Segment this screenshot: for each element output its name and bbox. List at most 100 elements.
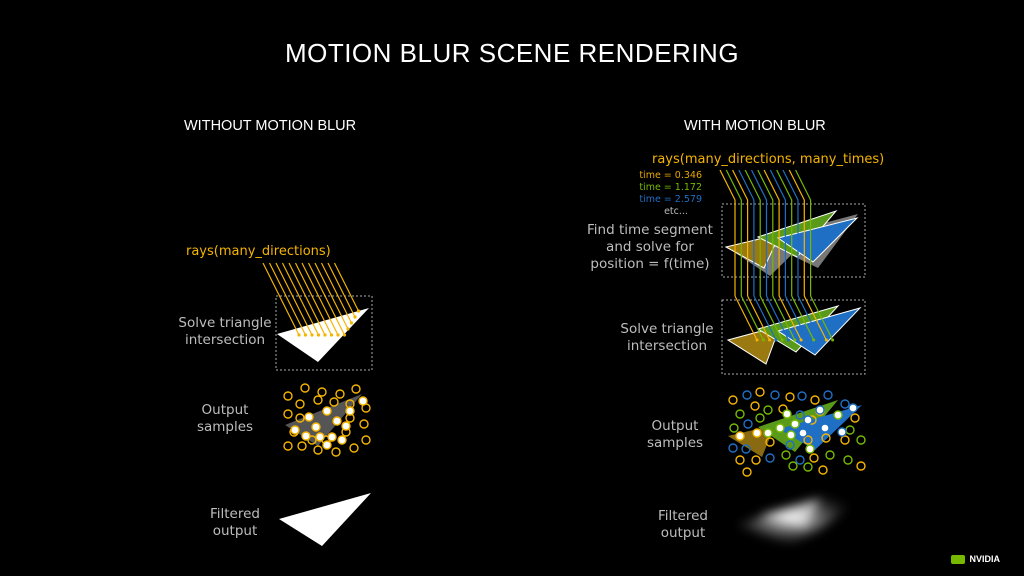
sample-hit	[341, 421, 351, 431]
ray-hit-dot	[812, 338, 816, 342]
right-rays-bottom	[734, 295, 835, 342]
left-ray-label: rays(many_directions)	[186, 244, 331, 259]
sample-miss	[735, 409, 745, 419]
brown-sample-triangle	[728, 425, 775, 457]
ray-line	[738, 169, 755, 296]
sample-miss	[742, 467, 752, 477]
sample-hit	[301, 431, 311, 441]
sample-hit	[782, 409, 792, 419]
label-line: and solve for	[606, 239, 694, 255]
label-line: intersection	[626, 338, 708, 354]
nvidia-logo: NVIDIA	[951, 554, 1000, 564]
sample-miss	[735, 455, 745, 465]
sample-miss	[729, 423, 739, 433]
right-filtered-blur	[735, 492, 860, 545]
ray-hit-dot	[310, 333, 314, 337]
sample-hit	[815, 405, 825, 415]
sample-miss	[297, 441, 307, 451]
ray-hit-dot	[297, 333, 301, 337]
sample-miss	[728, 395, 738, 405]
sample-miss	[810, 395, 820, 405]
ray-hit-dot	[323, 333, 327, 337]
ray-hit-dot	[316, 333, 321, 337]
sample-miss	[295, 399, 305, 409]
ray-line	[763, 169, 780, 296]
ray-line	[784, 295, 808, 341]
sample-miss	[850, 413, 860, 423]
sample-miss	[349, 443, 359, 453]
sample-hit	[848, 403, 858, 413]
sample-miss	[781, 450, 791, 460]
label-line: Solve triangle	[620, 321, 714, 337]
sample-hit	[775, 423, 785, 433]
ray-line	[333, 262, 360, 312]
label-line: output	[660, 525, 706, 541]
sample-hit	[805, 444, 815, 454]
ray-line	[719, 169, 736, 296]
ray-line	[268, 262, 307, 336]
ray-line	[797, 295, 821, 341]
ray-hit-dot	[768, 338, 772, 342]
sample-hit	[763, 428, 773, 438]
right-label-filtered: Filtered output	[628, 508, 738, 542]
label-line: position = f(time)	[590, 256, 710, 272]
sample-miss	[295, 413, 305, 423]
ray-line	[307, 262, 346, 336]
ray-hit-dot	[329, 333, 334, 337]
ray-hit-dot	[349, 321, 354, 325]
ray-line	[320, 262, 353, 324]
label-line: Output	[201, 402, 249, 418]
sample-miss	[742, 390, 752, 400]
right-label-solve: Solve triangle intersection	[612, 321, 722, 355]
ray-line	[769, 169, 787, 296]
ray-hit-dot	[774, 338, 778, 342]
sample-hit	[833, 410, 843, 420]
ray-line	[788, 169, 805, 296]
left-triangle	[277, 308, 369, 362]
ray-line	[732, 169, 749, 296]
sample-miss	[329, 397, 339, 407]
sample-miss	[741, 444, 751, 454]
ray-line	[778, 295, 802, 341]
sample-miss	[283, 409, 293, 419]
ray-line	[262, 262, 300, 336]
right-solve-box	[721, 299, 866, 375]
sample-miss	[818, 465, 828, 475]
left-label-solve: Solve triangle intersection	[170, 315, 280, 349]
nvidia-eye-icon	[951, 554, 966, 564]
right-samples	[728, 387, 866, 477]
sample-miss	[351, 384, 361, 394]
ray-line	[327, 262, 356, 318]
sample-miss	[803, 435, 813, 445]
label-line: Find time segment	[587, 222, 713, 238]
sample-hit	[735, 431, 745, 441]
time-item: time = 1.172	[639, 182, 702, 193]
sample-miss	[750, 401, 760, 411]
ray-hit-dot	[761, 338, 765, 342]
sample-hit	[322, 406, 332, 416]
label-line: Filtered	[657, 508, 708, 524]
time-item: etc...	[664, 206, 688, 217]
sample-miss	[845, 425, 855, 435]
logo-text: NVIDIA	[969, 554, 1000, 564]
right-label-find: Find time segment and solve for position…	[585, 222, 715, 273]
ray-line	[314, 262, 349, 330]
sample-miss	[795, 410, 805, 420]
ray-hit-dot	[818, 338, 822, 342]
sample-hit	[358, 396, 368, 406]
sample-miss	[856, 461, 866, 471]
ray-line	[750, 169, 768, 296]
label-line: samples	[646, 435, 704, 451]
left-label-filtered: Filtered output	[180, 506, 290, 540]
sample-miss	[825, 450, 835, 460]
sample-miss	[359, 419, 369, 429]
blue-triangle	[776, 307, 862, 356]
sample-hit	[311, 422, 321, 432]
sample-miss	[317, 387, 327, 397]
time-item: time = 2.579	[639, 194, 702, 205]
label-line: output	[212, 523, 258, 539]
right-rays-top	[719, 169, 812, 296]
sample-miss	[823, 390, 833, 400]
sample-miss	[803, 462, 813, 472]
